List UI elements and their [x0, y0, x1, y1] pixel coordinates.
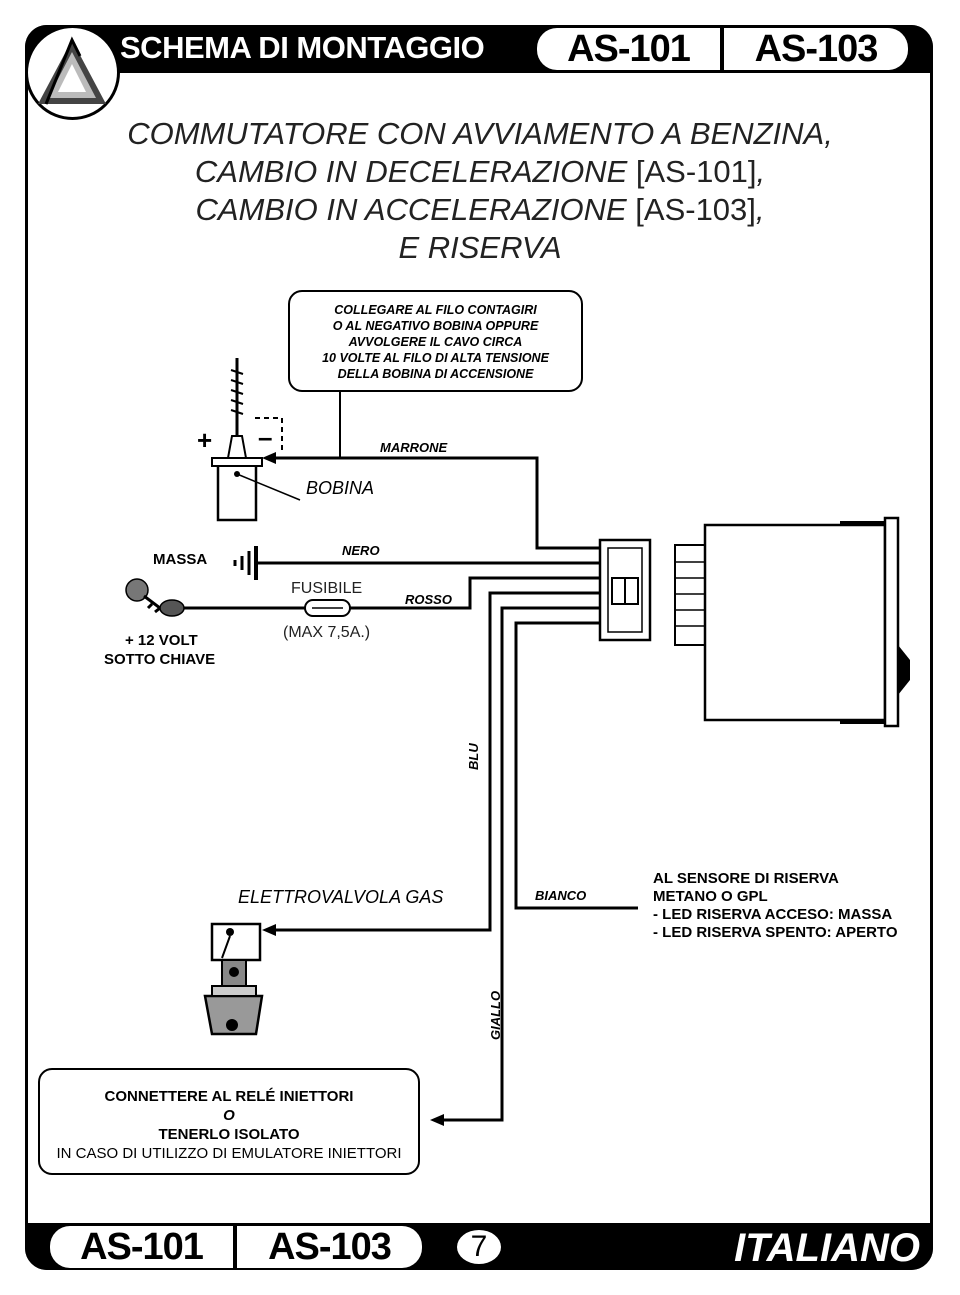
coil-label: BOBINA	[306, 478, 375, 498]
footer-model-b: AS-103	[237, 1226, 422, 1268]
title-line-4: E RISERVA	[398, 230, 562, 265]
marrone-label: MARRONE	[380, 440, 448, 455]
bianco-label: BIANCO	[535, 888, 587, 903]
marrone-arrow	[262, 452, 276, 464]
key-under-label: SOTTO CHIAVE	[104, 651, 216, 668]
rosso-label: ROSSO	[405, 592, 452, 607]
key-voltage-label: + 12 VOLT	[125, 632, 198, 649]
marrone-wire	[272, 456, 600, 550]
triangle-logo-icon	[38, 36, 106, 105]
injector-relay-note: CONNETTERE AL RELÉ INIETTORI O TENERLO I…	[38, 1068, 420, 1175]
coil-minus-sign: –	[258, 422, 273, 452]
title-line-3: CAMBIO IN ACCELERAZIONE [AS-103],	[195, 192, 765, 227]
ignition-key-icon	[125, 578, 185, 617]
nero-label: NERO	[342, 543, 380, 558]
gas-valve-icon	[203, 922, 264, 1036]
ground-icon	[233, 546, 258, 580]
sensor-note: AL SENSORE DI RISERVA METANO O GPL - LED…	[653, 870, 898, 941]
fuse-label: FUSIBILE	[291, 580, 363, 597]
title-line-2: CAMBIO IN DECELERAZIONE [AS-101],	[194, 154, 766, 189]
valve-label: ELETTROVALVOLA GAS	[238, 887, 444, 907]
coil-plus-sign: +	[197, 425, 213, 455]
giallo-arrow	[430, 1114, 444, 1126]
rosso-wire	[180, 576, 600, 610]
ignition-coil-icon	[211, 358, 301, 522]
logo	[25, 25, 120, 120]
commutator-unit	[674, 516, 910, 728]
header-model-b: AS-103	[724, 28, 908, 70]
giallo-label: GIALLO	[488, 990, 503, 1040]
header-model-a: AS-101	[537, 28, 720, 70]
massa-label: MASSA	[153, 551, 208, 568]
blu-label: BLU	[466, 743, 481, 770]
coil-connection-note: COLLEGARE AL FILO CONTAGIRI O AL NEGATIV…	[288, 290, 583, 392]
page-number: 7	[455, 1228, 503, 1266]
giallo-wire	[440, 606, 600, 1122]
footer-model-a: AS-101	[50, 1226, 233, 1268]
fuse-icon	[304, 599, 351, 617]
fuse-rating-label: (MAX 7,5A.)	[283, 624, 371, 641]
language-label: ITALIANO	[734, 1226, 920, 1270]
blu-wire	[272, 591, 600, 932]
wire-connector	[598, 538, 652, 642]
blu-arrow	[262, 924, 276, 936]
bianco-wire	[514, 621, 638, 910]
header-title: SCHEMA DI MONTAGGIO	[120, 30, 485, 65]
title-line-1: COMMUTATORE CON AVVIAMENTO A BENZINA,	[127, 116, 833, 151]
